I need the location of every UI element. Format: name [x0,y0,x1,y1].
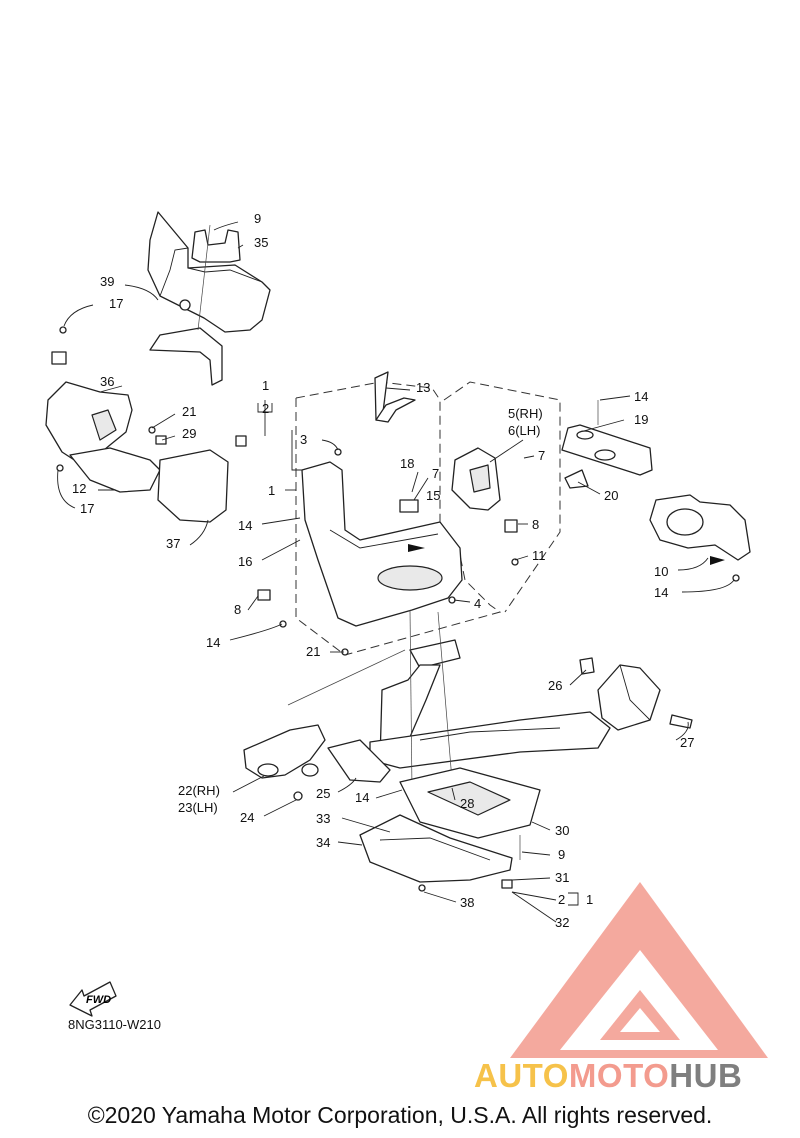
callout-31: 31 [555,870,569,885]
callout-38: 38 [460,895,474,910]
callout-36: 36 [100,374,114,389]
callout-28: 28 [460,796,474,811]
callout-9b: 9 [558,847,565,862]
callout-22: 22(RH) [178,783,220,798]
front-frame-panel [257,371,519,656]
callout-14d: 14 [654,585,668,600]
callout-21a: 21 [182,404,196,419]
light-mount-bracket [649,494,751,582]
lower-frame-structure [287,609,693,791]
callout-14b: 14 [206,635,220,650]
callout-37: 37 [166,536,180,551]
callout-1c: 1 [586,892,593,907]
callout-2b: 2 [558,892,565,907]
upper-duct-bracket [147,211,271,386]
callout-19: 19 [634,412,648,427]
callout-12: 12 [72,481,86,496]
callout-25: 25 [316,786,330,801]
callout-8b: 8 [532,517,539,532]
callout-34: 34 [316,835,330,850]
callout-14a: 14 [238,518,252,533]
callout-26: 26 [548,678,562,693]
callout-6: 6(LH) [508,423,541,438]
callout-4: 4 [474,596,481,611]
fwd-label: FWD [86,994,111,1006]
callout-35: 35 [254,235,268,250]
left-side-bracket [45,326,247,523]
callout-15: 15 [426,488,440,503]
callout-21b: 21 [306,644,320,659]
watermark-logo [510,882,768,1058]
callout-3: 3 [300,432,307,447]
callout-13: 13 [416,380,430,395]
watermark-text: AUTOMOTOHUB [474,1057,742,1095]
callout-24: 24 [240,810,254,825]
callout-27: 27 [680,735,694,750]
callout-33: 33 [316,811,330,826]
callout-17b: 17 [80,501,94,516]
watermark-part-2: MOTO [568,1057,670,1094]
callout-1b: 1 [268,483,275,498]
callout-10: 10 [654,564,668,579]
watermark-part-1: AUTO [474,1057,569,1094]
watermark-part-3: HUB [669,1057,743,1094]
callout-11: 11 [532,548,546,563]
callout-18: 18 [400,456,414,471]
catalog-code: 8NG3110-W210 [68,1017,161,1032]
callout-20: 20 [604,488,618,503]
callout-17a: 17 [109,296,123,311]
callout-2a: 2 [262,401,269,416]
callout-7b: 7 [538,448,545,463]
callout-7a: 7 [432,466,439,481]
callout-39: 39 [100,274,114,289]
lower-left-bracket [243,724,326,801]
callout-1a: 1 [262,378,269,393]
leader-lines [57,221,735,923]
callout-32: 32 [555,915,569,930]
right-bracket-assembly [451,400,653,533]
callout-labels: 9 35 39 17 36 21 29 12 17 37 1 2 13 3 1 … [72,211,694,930]
callout-30: 30 [555,823,569,838]
callout-14e: 14 [355,790,369,805]
callout-14c: 14 [634,389,648,404]
forward-direction-arrow: FWD [69,981,117,1017]
callout-8a: 8 [234,602,241,617]
callout-9a: 9 [254,211,261,226]
callout-5: 5(RH) [508,406,543,421]
callout-16: 16 [238,554,252,569]
skid-plates [359,767,541,892]
assembly-outline-1 [295,381,561,656]
callout-29: 29 [182,426,196,441]
copyright-notice: ©2020 Yamaha Motor Corporation, U.S.A. A… [87,1102,713,1128]
callout-23: 23(LH) [178,800,218,815]
